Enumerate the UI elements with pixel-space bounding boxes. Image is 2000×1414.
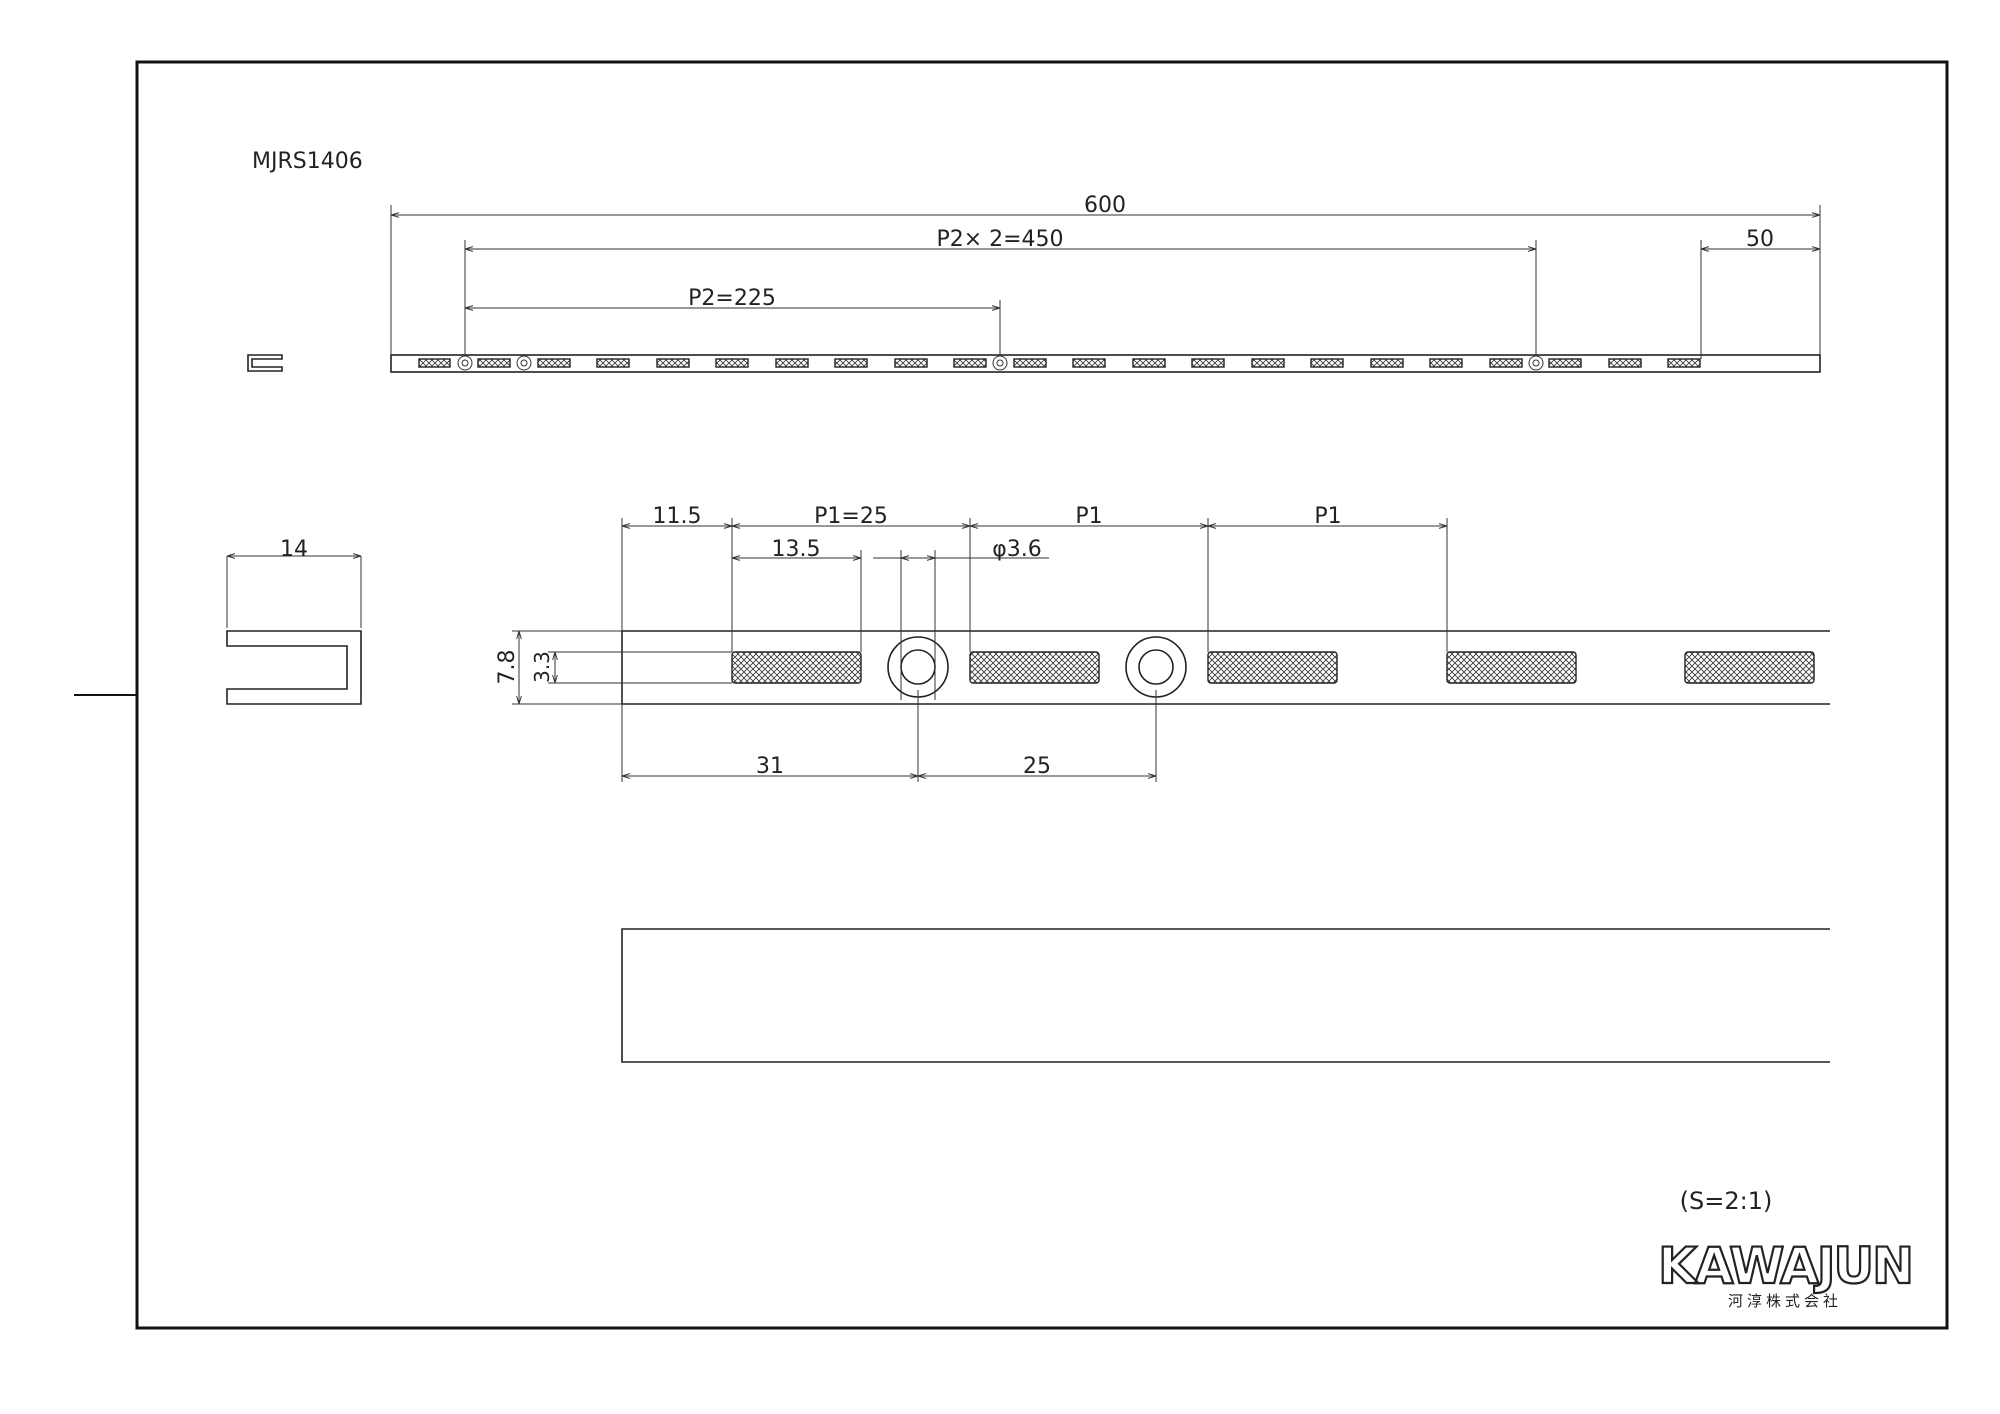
overview-slot	[1251, 358, 1285, 368]
overview-hole	[1528, 355, 1544, 371]
overview-slot	[834, 358, 868, 368]
detail-extension-lines	[512, 518, 1448, 782]
overview-slot	[1132, 358, 1166, 368]
overview-slot	[775, 358, 809, 368]
detail-slot	[1446, 651, 1577, 684]
dim-hole-diameter: φ3.6	[992, 537, 1042, 562]
dim-pitch-1: P1=25	[814, 504, 888, 529]
side-view	[621, 928, 1830, 1063]
overall-view: 600 P2× 2=450 50 P2=225	[247, 193, 1821, 373]
dim-hole-pitch: P2=225	[688, 286, 776, 311]
brand-name: KAWAJUN	[1658, 1237, 1912, 1295]
detail-slot	[969, 651, 1100, 684]
detail-rail	[621, 630, 1830, 705]
dim-first-slot-offset: 11.5	[653, 504, 702, 529]
overview-hole	[1532, 359, 1540, 367]
overview-hole	[457, 355, 473, 371]
detail-slot	[1684, 651, 1815, 684]
overview-hole	[996, 359, 1004, 367]
overview-slot	[1608, 358, 1642, 368]
dim-end-offset: 50	[1746, 227, 1774, 252]
detail-slot	[731, 651, 862, 684]
detail-view: 11.5 P1=25 P1 P1 13.5 φ3.6 7.8 3.3 31 25	[495, 504, 1830, 782]
detail-hole-inner	[1138, 649, 1174, 685]
overview-slot	[953, 358, 987, 368]
rail-overview	[390, 354, 1821, 373]
overview-slot	[537, 358, 571, 368]
dim-pitch-3: P1	[1314, 504, 1341, 529]
kawajun-logo: KAWAJUN 河淳株式会社	[1657, 1236, 1915, 1310]
dim-pitch-2: P1	[1075, 504, 1102, 529]
overview-slot	[1489, 358, 1523, 368]
dim-slot-length: 13.5	[772, 537, 821, 562]
dim-section-width: 14	[280, 537, 308, 562]
overview-hole	[520, 359, 528, 367]
overview-slot	[1667, 358, 1701, 368]
overview-hole	[992, 355, 1008, 371]
overview-slots	[418, 358, 1701, 368]
detail-hole-inner	[900, 649, 936, 685]
overview-slot	[1370, 358, 1404, 368]
overview-slot	[1072, 358, 1106, 368]
overview-slot	[1191, 358, 1225, 368]
overview-extension-lines	[390, 205, 1821, 359]
overview-slot	[1548, 358, 1582, 368]
detail-slot	[1207, 651, 1338, 684]
overview-slot	[894, 358, 928, 368]
overview-slot	[715, 358, 749, 368]
u-channel-profile	[226, 630, 362, 705]
dim-hole-span: P2× 2=450	[936, 227, 1063, 252]
overview-slot	[418, 358, 451, 368]
dim-total-length: 600	[1084, 193, 1126, 218]
overview-slot	[1310, 358, 1344, 368]
detail-hole-outer	[887, 636, 949, 698]
part-number: MJRS1406	[252, 149, 363, 174]
dim-height: 7.8	[495, 650, 520, 685]
overview-slot	[656, 358, 690, 368]
overview-slot	[596, 358, 630, 368]
dim-hole-offset: 31	[756, 754, 784, 779]
overview-hole	[516, 355, 532, 371]
overview-slot	[477, 358, 511, 368]
small-section-icon	[247, 354, 283, 372]
overview-hole	[461, 359, 469, 367]
scale-label: (S=2:1)	[1680, 1187, 1773, 1215]
dim-detail-hole-pitch: 25	[1023, 754, 1051, 779]
section-view: 14	[226, 537, 362, 705]
detail-hole-outer	[1125, 636, 1187, 698]
dim-slot-height: 3.3	[530, 651, 554, 683]
overview-slot	[1013, 358, 1047, 368]
brand-subtitle: 河淳株式会社	[1728, 1292, 1842, 1310]
overview-slot	[1429, 358, 1463, 368]
